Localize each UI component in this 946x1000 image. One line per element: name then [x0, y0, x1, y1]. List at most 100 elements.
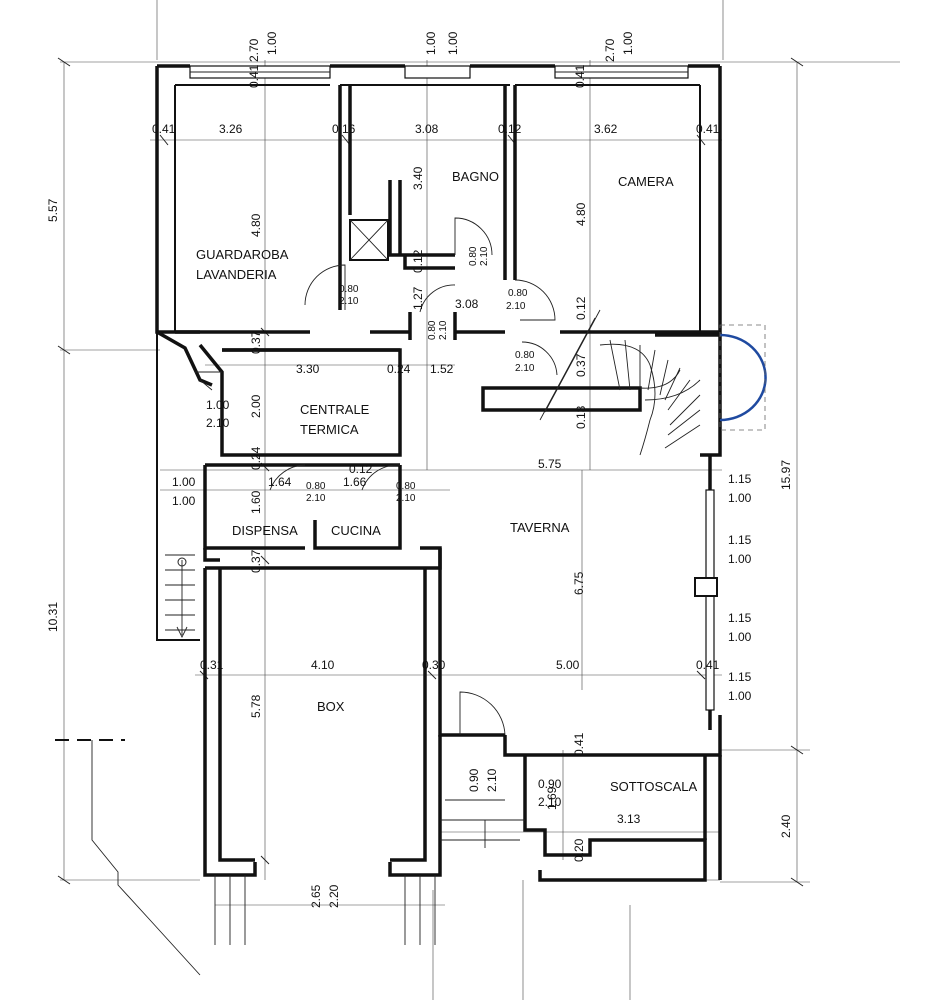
dim-label: 2.20	[327, 884, 341, 908]
dim-label: 0.12	[574, 296, 588, 320]
dim-label: 15.97	[779, 460, 793, 490]
dim-label: 1.52	[430, 362, 454, 376]
dim-label: 0.90	[538, 777, 562, 791]
room-camera: CAMERA	[618, 174, 674, 189]
dim-label: 0.37	[574, 353, 588, 377]
walls	[55, 64, 767, 976]
dim-label: 1.00	[728, 630, 752, 644]
dim-label: 1.00	[265, 31, 279, 55]
room-guardaroba: GUARDAROBA	[196, 247, 289, 262]
dim-label: 0.12	[411, 249, 425, 273]
dim-label: 1.00	[728, 491, 752, 505]
dim-label: 1.69	[545, 786, 559, 810]
doors	[195, 217, 558, 736]
dim-label: 2.10	[339, 296, 359, 307]
room-labels: GUARDAROBA LAVANDERIA BAGNO CAMERA CENTR…	[196, 169, 698, 794]
dim-label: 0.80	[306, 481, 326, 492]
room-sottoscala: SOTTOSCALA	[610, 779, 698, 794]
dim-label: 2.00	[249, 394, 263, 418]
room-taverna: TAVERNA	[510, 520, 570, 535]
dim-label: 4.80	[249, 213, 263, 237]
dim-label: 0.80	[427, 320, 438, 340]
dim-label: 2.70	[247, 38, 261, 62]
dim-label: 5.57	[46, 198, 60, 222]
dim-label: 0.41	[247, 64, 261, 88]
dim-label: 1.60	[249, 490, 263, 514]
room-centrale-termica: CENTRALE	[300, 402, 370, 417]
dim-label: 1.00	[172, 475, 196, 489]
dim-label: 1.00	[172, 494, 196, 508]
dim-label: 3.08	[415, 122, 439, 136]
dim-label: 2.10	[485, 768, 499, 792]
dim-label: 1.15	[728, 670, 752, 684]
room-box: BOX	[317, 699, 345, 714]
dim-label: 1.15	[728, 533, 752, 547]
dim-label: 2.10	[306, 493, 326, 504]
dim-label: 0.80	[339, 284, 359, 295]
dim-label: 0.31	[200, 658, 224, 672]
dim-label: 5.75	[538, 457, 562, 471]
dimension-labels-vertical: 2.70 1.00 0.41 1.00 1.00 2.70 1.00 0.41 …	[46, 31, 793, 908]
dim-label: 0.37	[249, 330, 263, 354]
dim-label: 0.90	[467, 768, 481, 792]
dim-label: 2.10	[206, 416, 230, 430]
dimension-labels: 0.41 3.26 0.16 3.08 0.12 3.62 0.41 0.80 …	[152, 122, 752, 826]
dim-label: 0.24	[387, 362, 411, 376]
dim-label: 0.41	[696, 658, 720, 672]
dim-label: 0.20	[572, 838, 586, 862]
dim-label: 3.26	[219, 122, 243, 136]
dim-label: 0.24	[249, 446, 263, 470]
dim-label: 2.10	[538, 795, 562, 809]
dim-label: 3.30	[296, 362, 320, 376]
dim-label: 0.80	[515, 350, 535, 361]
dim-label: 6.75	[572, 571, 586, 595]
dim-label: 0.41	[573, 64, 587, 88]
dim-label: 2.70	[603, 38, 617, 62]
dim-label: 0.41	[572, 732, 586, 756]
dim-label: 1.15	[728, 472, 752, 486]
dim-label: 2.10	[438, 320, 449, 340]
dim-label: 2.65	[309, 884, 323, 908]
dim-label: 2.10	[515, 363, 535, 374]
dim-label: 3.13	[617, 812, 641, 826]
dim-label: 3.62	[594, 122, 618, 136]
dim-label: 1.00	[728, 689, 752, 703]
dim-label: 0.30	[422, 658, 446, 672]
dim-label: 1.00	[424, 31, 438, 55]
dim-label: 0.80	[468, 246, 479, 266]
dim-label: 1.00	[446, 31, 460, 55]
dim-label: 4.80	[574, 202, 588, 226]
dim-label: 1.00	[206, 398, 230, 412]
dim-label: 0.13	[574, 405, 588, 429]
dim-label: 1.66	[343, 475, 367, 489]
dim-label: 3.40	[411, 166, 425, 190]
dim-label: 2.10	[506, 301, 526, 312]
dim-label: 0.37	[249, 549, 263, 573]
dim-label: 0.16	[332, 122, 356, 136]
dim-label: 0.12	[498, 122, 522, 136]
dim-label: 2.10	[396, 493, 416, 504]
dim-label: 0.41	[696, 122, 720, 136]
room-centrale-termica-2: TERMICA	[300, 422, 359, 437]
room-dispensa: DISPENSA	[232, 523, 298, 538]
dim-label: 1.15	[728, 611, 752, 625]
dim-label: 3.08	[455, 297, 479, 311]
dim-label: 0.80	[396, 481, 416, 492]
dim-label: 2.40	[779, 814, 793, 838]
dim-label: 1.64	[268, 475, 292, 489]
dim-label: 2.10	[479, 246, 490, 266]
room-cucina: CUCINA	[331, 523, 381, 538]
room-lavanderia: LAVANDERIA	[196, 267, 277, 282]
dim-label: 0.12	[349, 462, 373, 476]
dim-label: 0.41	[152, 122, 176, 136]
dim-label: 4.10	[311, 658, 335, 672]
dim-label: 0.80	[508, 288, 528, 299]
dim-label: 5.78	[249, 694, 263, 718]
room-bagno: BAGNO	[452, 169, 499, 184]
dim-label: 1.27	[411, 286, 425, 310]
dim-label: 1.00	[621, 31, 635, 55]
dim-label: 10.31	[46, 602, 60, 632]
dim-label: 5.00	[556, 658, 580, 672]
dim-label: 1.00	[728, 552, 752, 566]
